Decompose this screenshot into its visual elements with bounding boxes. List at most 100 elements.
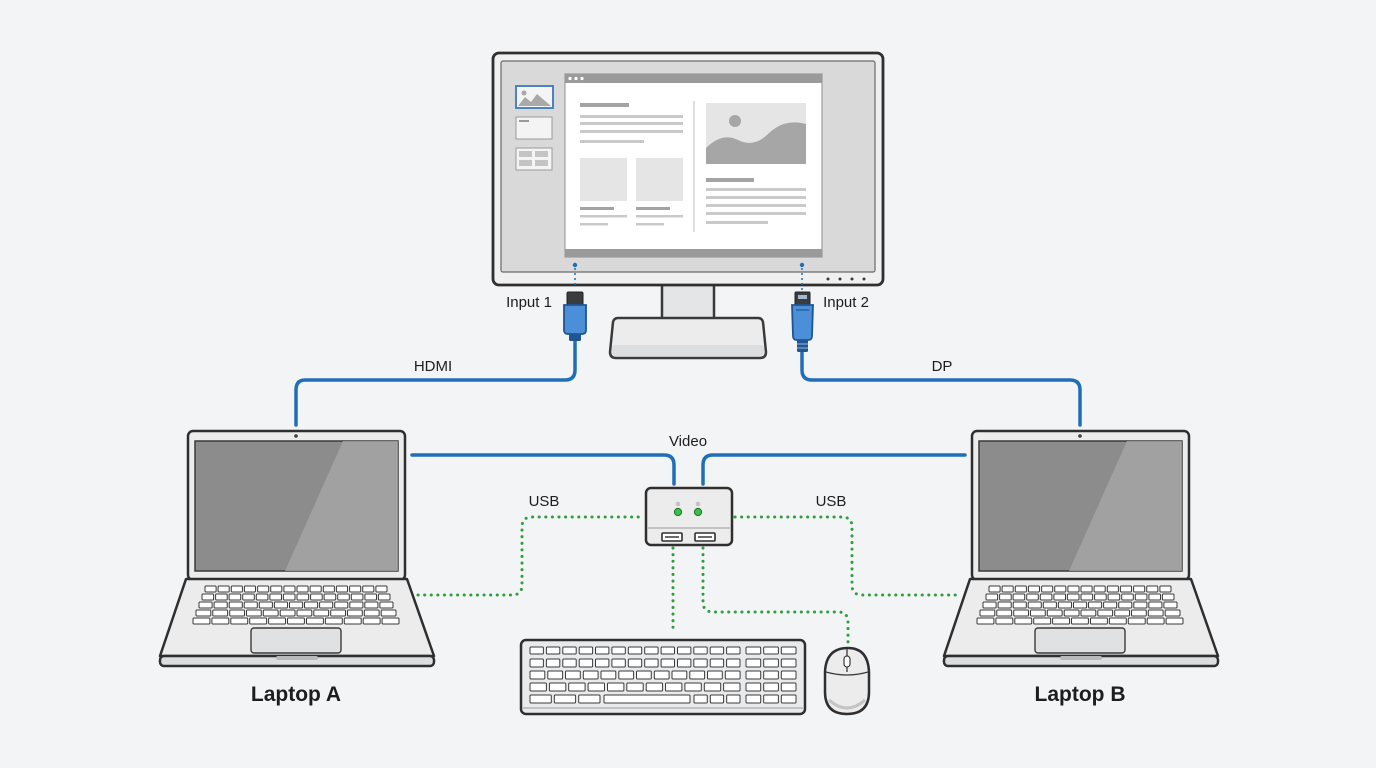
- video-cables: [294, 338, 1082, 486]
- key: [381, 617, 400, 625]
- key: [979, 609, 996, 617]
- key: [1094, 593, 1107, 601]
- dp-label: DP: [932, 358, 953, 375]
- key: [1057, 601, 1073, 609]
- key: [529, 694, 552, 704]
- key: [1027, 585, 1041, 593]
- laptop-a-label: Laptop A: [251, 683, 341, 706]
- key: [273, 601, 288, 609]
- key: [1066, 593, 1080, 601]
- key: [1071, 617, 1089, 625]
- hdmi-cable: [294, 338, 577, 427]
- key: [763, 682, 779, 692]
- key: [243, 601, 258, 609]
- key: [745, 646, 762, 655]
- key: [330, 609, 347, 617]
- key: [1041, 585, 1054, 593]
- key: [215, 593, 228, 601]
- key: [996, 609, 1013, 617]
- key: [279, 609, 296, 617]
- video-label: Video: [669, 433, 707, 450]
- key: [1088, 601, 1103, 609]
- key: [600, 670, 617, 680]
- key: [1106, 585, 1119, 593]
- key: [1054, 585, 1067, 593]
- usb-left-label: USB: [529, 493, 560, 510]
- laptop-b-label: Laptop B: [1035, 683, 1126, 706]
- key: [745, 658, 762, 668]
- key: [703, 682, 722, 692]
- key: [350, 593, 364, 601]
- key: [626, 682, 644, 692]
- key: [709, 694, 725, 704]
- usb-cable-laptop-b: [733, 515, 960, 597]
- key: [660, 658, 675, 668]
- key: [212, 609, 229, 617]
- key: [375, 585, 388, 593]
- key: [1163, 601, 1178, 609]
- key: [693, 646, 708, 655]
- key: [1097, 609, 1114, 617]
- key: [217, 585, 230, 593]
- laptop-b-icon: [942, 429, 1220, 668]
- key: [627, 646, 643, 655]
- key: [258, 601, 273, 609]
- key: [249, 617, 268, 625]
- key: [689, 670, 706, 680]
- key: [1134, 593, 1148, 601]
- video-cable-left: [410, 453, 676, 486]
- key: [545, 646, 561, 655]
- key: [723, 682, 741, 692]
- key: [195, 609, 212, 617]
- key: [763, 670, 779, 680]
- key: [1014, 585, 1027, 593]
- key: [362, 585, 375, 593]
- key: [379, 601, 394, 609]
- key: [255, 593, 269, 601]
- key: [1103, 601, 1118, 609]
- key: [618, 670, 635, 680]
- key: [1067, 585, 1080, 593]
- key: [289, 601, 304, 609]
- key: [1030, 609, 1046, 617]
- input-1-label: Input 1: [506, 294, 552, 311]
- key: [595, 646, 610, 655]
- key: [1026, 593, 1039, 601]
- key: [726, 646, 741, 655]
- key: [693, 694, 708, 704]
- key: [693, 658, 708, 668]
- key: [198, 601, 213, 609]
- key: [709, 658, 725, 668]
- key: [1131, 609, 1147, 617]
- key: [611, 646, 626, 655]
- usb-right-label: USB: [816, 493, 847, 510]
- key: [653, 670, 670, 680]
- key: [242, 593, 255, 601]
- key: [1001, 585, 1014, 593]
- key: [582, 670, 599, 680]
- key: [377, 593, 391, 601]
- key: [1046, 609, 1063, 617]
- key: [644, 646, 659, 655]
- key: [707, 670, 723, 680]
- key: [335, 585, 348, 593]
- key: [1159, 585, 1172, 593]
- key: [1146, 617, 1165, 625]
- key: [1012, 601, 1027, 609]
- key: [364, 601, 379, 609]
- key: [726, 694, 741, 704]
- hdmi-connector-icon: [563, 291, 587, 341]
- key: [349, 601, 364, 609]
- key: [611, 658, 626, 668]
- key: [645, 682, 664, 692]
- key: [578, 658, 594, 668]
- key: [296, 609, 313, 617]
- usb-cable-laptop-a: [416, 515, 645, 597]
- key: [380, 609, 397, 617]
- key: [1013, 609, 1030, 617]
- key: [745, 670, 762, 680]
- key: [677, 646, 692, 655]
- key: [627, 658, 643, 668]
- key: [988, 585, 1001, 593]
- key: [230, 585, 243, 593]
